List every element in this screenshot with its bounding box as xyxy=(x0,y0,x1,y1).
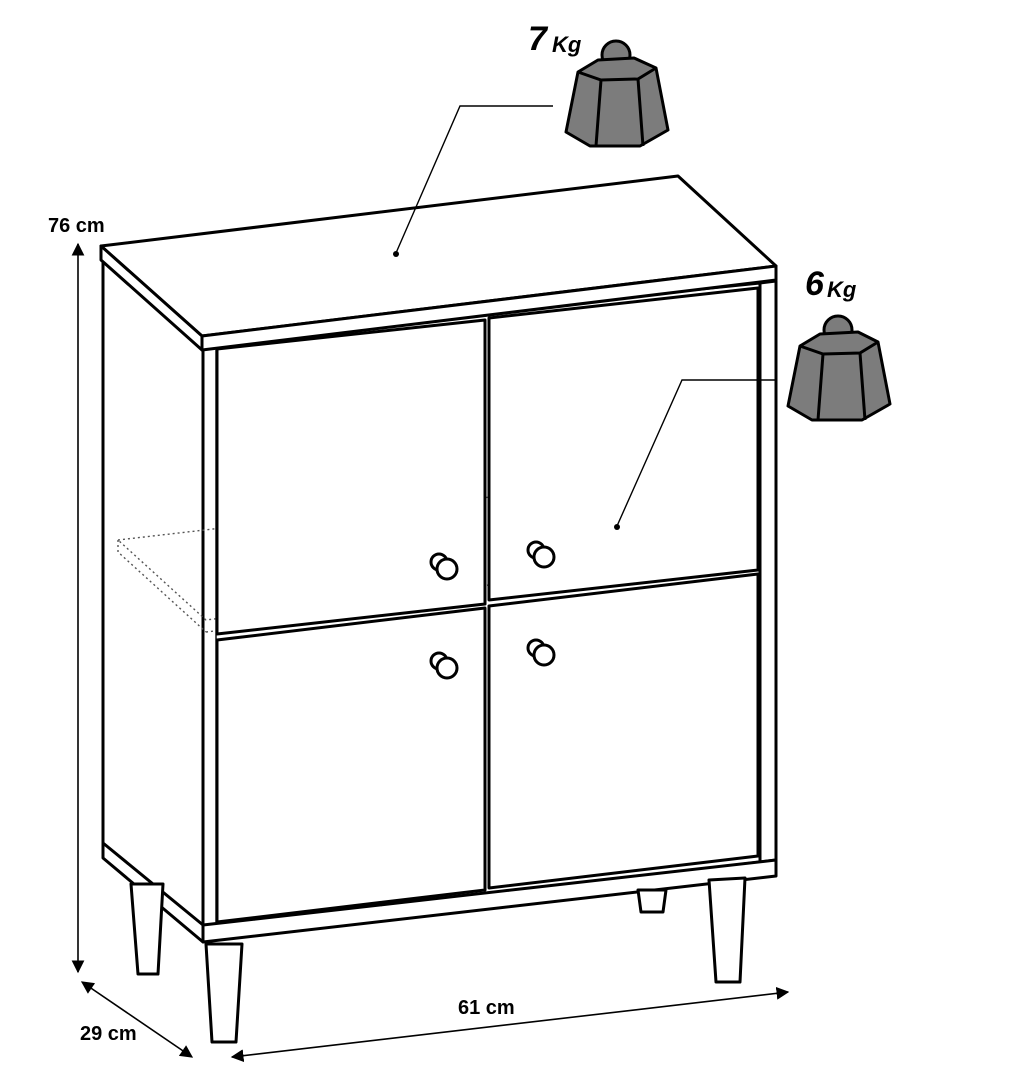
shelf-load-unit: Kg xyxy=(827,277,857,302)
top-board-side-edge xyxy=(99,244,204,352)
door-bottom-right xyxy=(487,572,760,890)
leg-back-left xyxy=(129,882,165,976)
cabinet xyxy=(99,174,778,1044)
shelf-load-leader xyxy=(616,379,776,527)
right-side-edge xyxy=(758,279,778,864)
door-bottom-left xyxy=(215,606,487,924)
leg-front-left xyxy=(204,942,244,1044)
depth-dimension-arrow xyxy=(80,981,194,1058)
leg-back-right xyxy=(636,888,668,914)
shelf-load-point xyxy=(614,524,620,530)
weight-icon xyxy=(786,314,892,422)
top-load-leader xyxy=(395,105,553,254)
weight-icon xyxy=(564,39,670,148)
top-load-point xyxy=(393,251,399,257)
width-label: 61 cm xyxy=(458,997,515,1019)
door-top-right xyxy=(487,286,760,602)
door-top-left xyxy=(215,318,487,636)
base-front xyxy=(201,858,778,944)
door-knob-icon xyxy=(429,651,459,680)
top-load-unit: Kg xyxy=(552,32,582,57)
depth-label: 29 cm xyxy=(80,1023,137,1045)
top-load-value: 7 xyxy=(528,20,549,58)
door-knob-icon xyxy=(526,638,556,667)
inner-shelf-edge xyxy=(117,540,757,633)
leg-front-right xyxy=(707,876,747,984)
height-label: 76 cm xyxy=(48,215,105,237)
door-knob-icon xyxy=(526,540,556,569)
door-knob-icon xyxy=(429,552,459,581)
width-dimension-arrow xyxy=(230,986,790,1063)
left-side-panel xyxy=(101,256,205,932)
shelf-load-value: 6 xyxy=(805,265,825,303)
